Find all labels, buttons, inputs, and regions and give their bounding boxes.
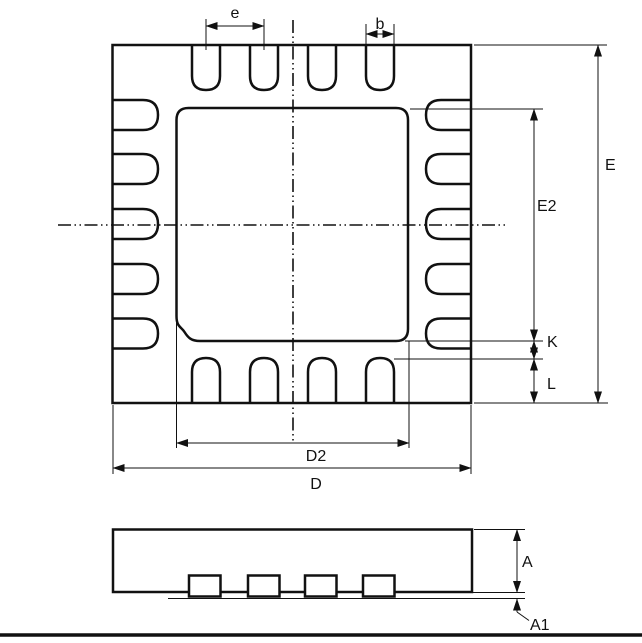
pad (364, 45, 396, 92)
pad (361, 574, 396, 598)
right-pads (424, 98, 471, 350)
pad (190, 45, 222, 92)
pad (306, 45, 338, 92)
top-view-dimensions (112, 19, 608, 474)
dimension-K (394, 340, 543, 360)
pad (248, 45, 280, 92)
label-A: A (522, 554, 533, 571)
label-D2: D2 (306, 448, 327, 465)
pad (364, 356, 396, 403)
pad (248, 356, 280, 403)
side-view (111, 528, 525, 599)
pad (112, 262, 160, 296)
side-body-outline (111, 528, 474, 594)
centerlines (58, 20, 507, 442)
label-E: E (605, 157, 616, 174)
top-view-dimension-labels: e b E E2 K L D2 D (231, 5, 616, 493)
dimension-A (474, 529, 525, 593)
pad (112, 98, 160, 132)
top-view (58, 20, 507, 442)
pad (303, 574, 338, 598)
label-e: e (231, 5, 240, 22)
left-pads (112, 98, 160, 350)
leader-line (516, 611, 530, 621)
pad (424, 152, 471, 186)
package-body-outline (111, 43, 473, 405)
dimension-A1 (513, 598, 530, 621)
side-pads (187, 574, 396, 598)
dimension-D2 (176, 317, 410, 448)
pad (112, 207, 160, 241)
top-pads (190, 45, 396, 92)
pad (190, 356, 222, 403)
pad (424, 207, 471, 241)
side-view-dimensions (474, 529, 530, 621)
pad (424, 98, 471, 132)
label-D: D (310, 476, 322, 493)
pad (246, 574, 281, 598)
exposed-pad (175, 106, 410, 343)
side-view-dimension-labels: A A1 (522, 554, 550, 634)
label-A1: A1 (530, 617, 550, 634)
bottom-pads (190, 356, 396, 403)
dimension-E (474, 44, 608, 404)
label-K: K (547, 334, 558, 351)
pad (112, 317, 160, 350)
label-L: L (547, 376, 556, 393)
dimension-E2 (410, 108, 543, 342)
label-E2: E2 (537, 198, 557, 215)
dimension-b (365, 24, 395, 48)
dimension-D (112, 405, 472, 474)
pad (424, 317, 471, 350)
label-b: b (376, 16, 385, 33)
pad (424, 262, 471, 296)
pad (112, 152, 160, 186)
pad (187, 574, 222, 598)
dimension-e (205, 19, 265, 50)
pad (306, 356, 338, 403)
